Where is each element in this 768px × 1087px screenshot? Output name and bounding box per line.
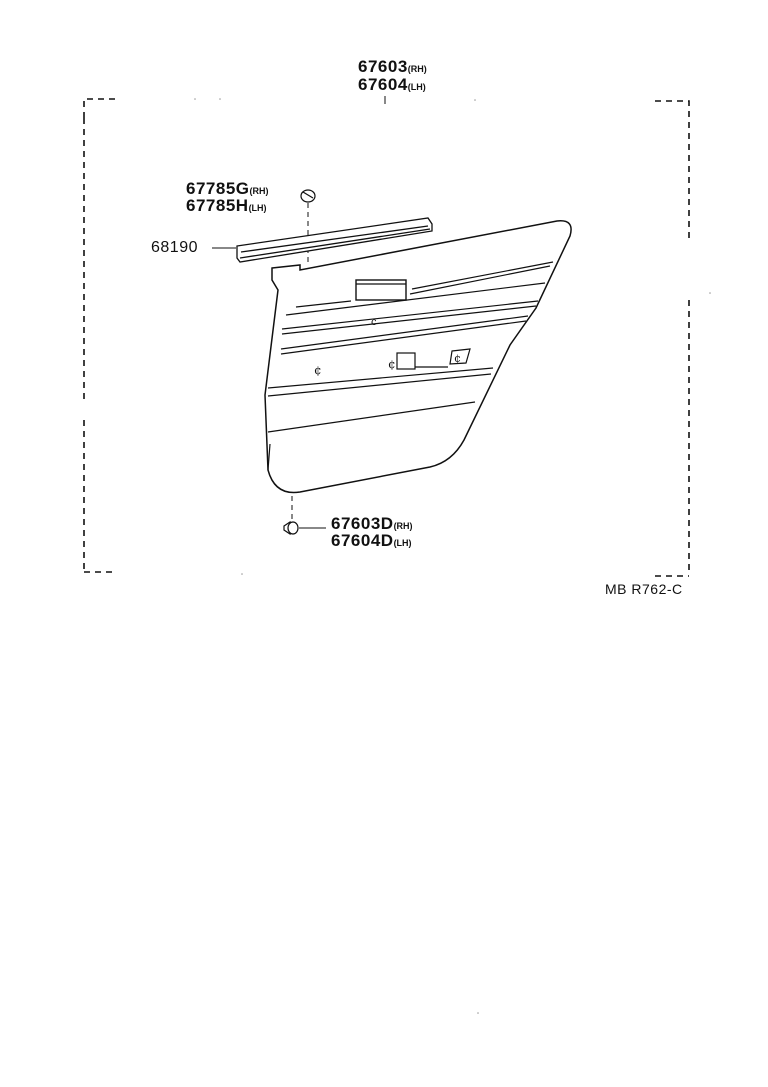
- weatherstrip: [236, 217, 433, 263]
- callout-clip-part: 68190: [151, 239, 198, 256]
- svg-text:¢: ¢: [314, 363, 322, 377]
- switch-bezel: [396, 352, 416, 370]
- callout-weatherstrip-lh: 67785H(LH): [186, 196, 267, 215]
- svg-text:c: c: [371, 317, 377, 328]
- stray-marks: [194, 98, 711, 1014]
- callout-trim-board-rh: 67603(RH): [358, 57, 427, 76]
- door-trim-board: [264, 220, 572, 494]
- trim-details: ¢ ¢ ¢ c: [267, 261, 554, 471]
- assembly-frame: [83, 98, 690, 577]
- pull-pocket: [355, 279, 407, 301]
- svg-text:¢: ¢: [388, 357, 396, 371]
- callout-clip-lh: 67604D(LH): [331, 531, 412, 550]
- callout-trim-board-lh: 67604(LH): [358, 75, 426, 94]
- figure-code: MB R762-C: [605, 581, 683, 597]
- callout-weatherstrip-rh: 67785G(RH): [186, 179, 269, 198]
- bottom-clip: [283, 520, 299, 536]
- inner-handle: [449, 348, 471, 365]
- retainer-clip: [300, 189, 316, 203]
- callout-clip-rh: 67603D(RH): [331, 514, 413, 533]
- svg-text:¢: ¢: [454, 352, 461, 365]
- leader-lines: [212, 96, 386, 529]
